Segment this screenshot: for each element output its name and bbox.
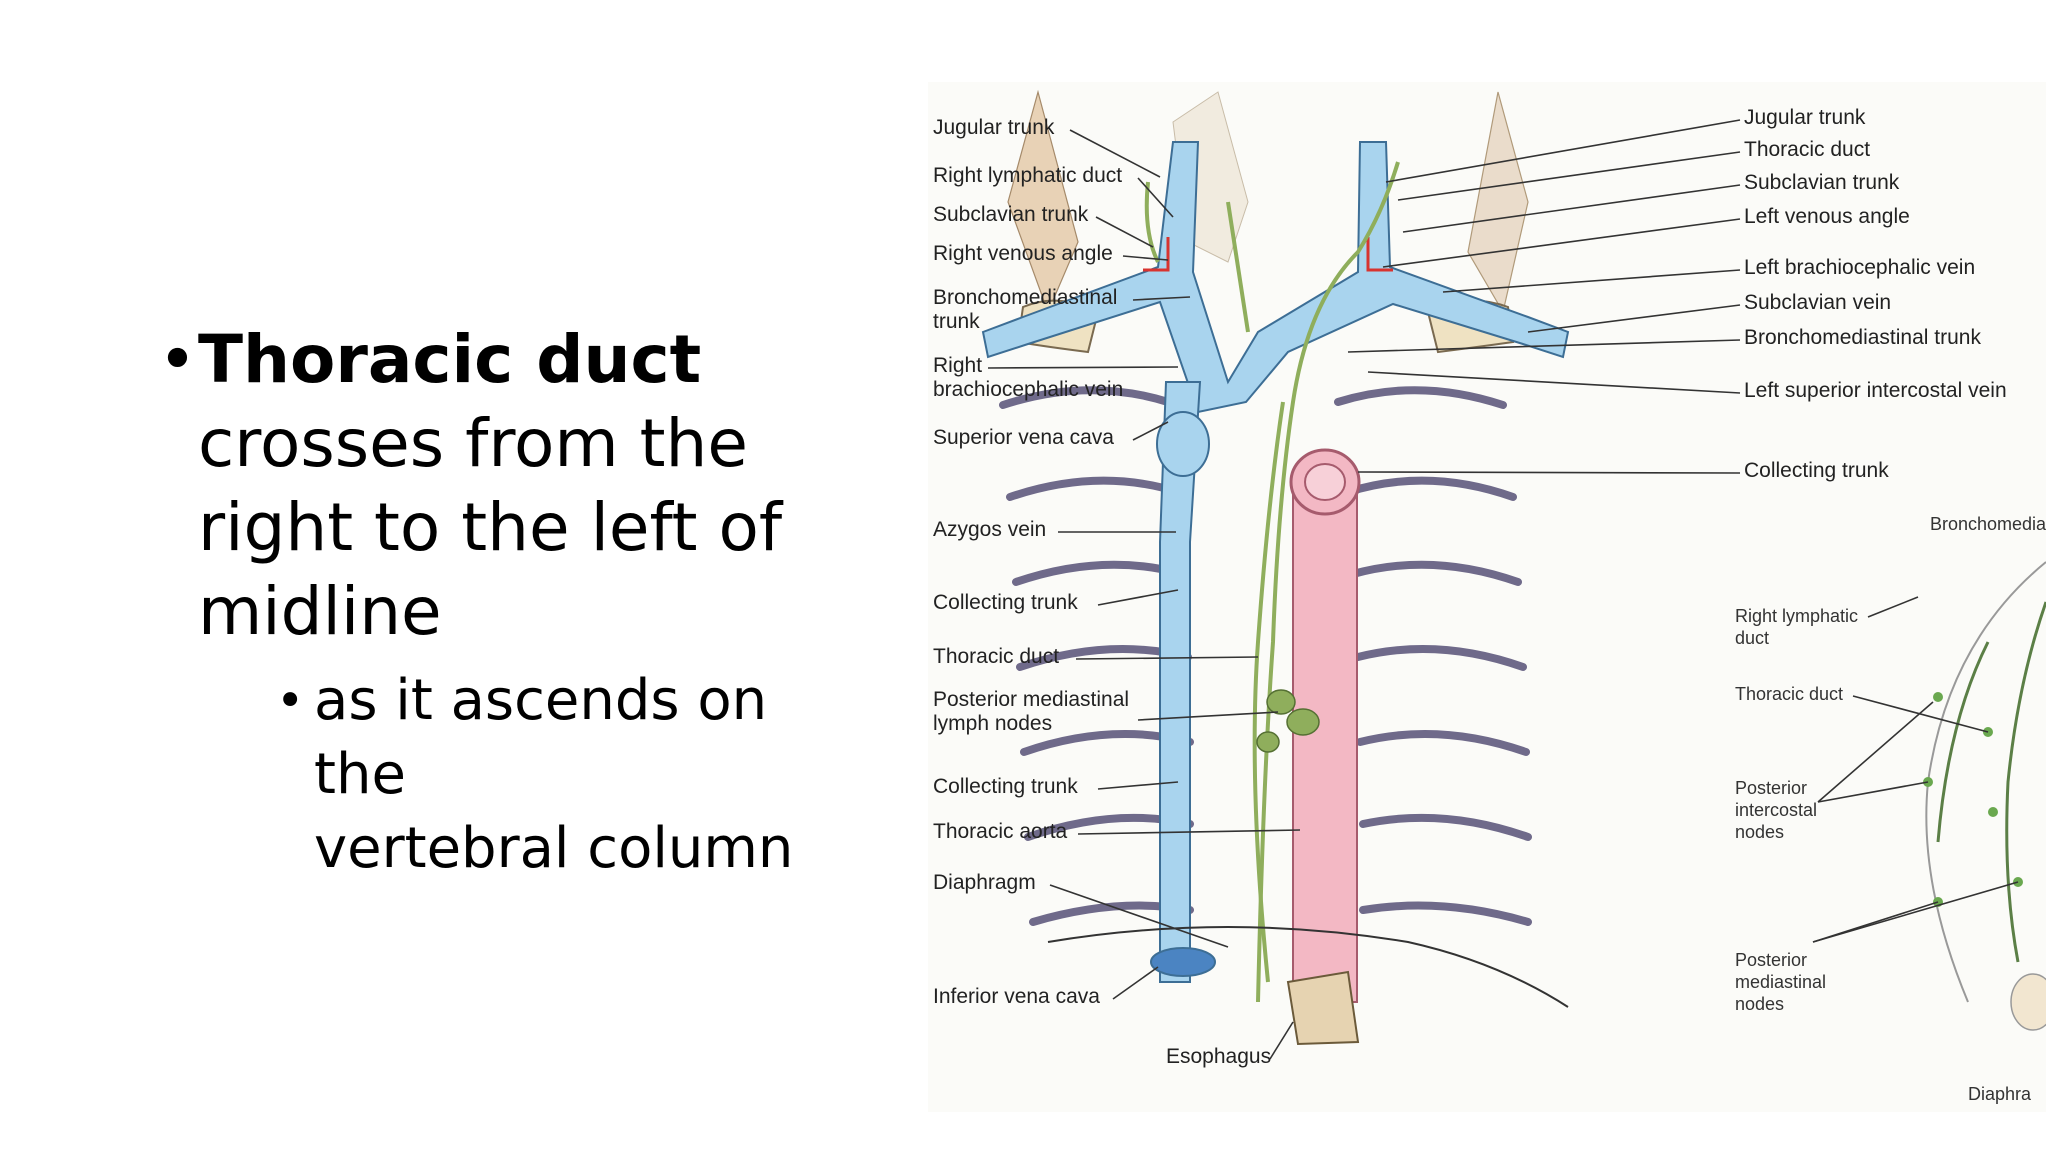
label-superior-vena-cava: Superior vena cava bbox=[933, 426, 1114, 449]
label-inset-right-lymphatic-1: Right lymphatic bbox=[1735, 606, 1858, 626]
label-left-brachiocephalic-vein: Left brachiocephalic vein bbox=[1744, 256, 1975, 279]
label-collecting-trunk-2: Collecting trunk bbox=[933, 775, 1078, 798]
neck-muscle-right bbox=[1007, 89, 1079, 314]
left-labels: Jugular trunk Right lymphatic duct Subcl… bbox=[933, 116, 1301, 1068]
label-bronchomediastinal-line-2: trunk bbox=[933, 310, 980, 333]
label-inset-posterior-intercostal-2: intercostal bbox=[1735, 800, 1817, 820]
label-collecting-trunk-right: Collecting trunk bbox=[1744, 459, 1889, 482]
label-left-superior-intercostal-vein: Left superior intercostal vein bbox=[1744, 379, 2007, 402]
label-bronchomediastinal-trunk: Bronchomediastinal trunk bbox=[1744, 326, 1981, 349]
ribs-right bbox=[1334, 386, 1532, 926]
label-thoracic-aorta: Thoracic aorta bbox=[933, 820, 1068, 843]
bullet-sub: • as it ascends on the vertebral column bbox=[276, 664, 858, 886]
label-subclavian-trunk-right: Subclavian trunk bbox=[933, 203, 1089, 226]
label-collecting-trunk-1: Collecting trunk bbox=[933, 591, 1078, 614]
label-inset-posterior-intercostal-1: Posterior bbox=[1735, 778, 1807, 798]
label-left-venous-angle: Left venous angle bbox=[1744, 205, 1910, 228]
label-inset-posterior-mediastinal-2: mediastinal bbox=[1735, 972, 1826, 992]
inset-diagram bbox=[1923, 561, 2046, 1031]
label-inferior-vena-cava: Inferior vena cava bbox=[933, 985, 1100, 1008]
label-inset-thoracic-duct: Thoracic duct bbox=[1735, 684, 1843, 704]
bullet-main-line-2: right to the left of bbox=[198, 489, 783, 566]
diaphragm-line bbox=[1047, 926, 1569, 1008]
bullet-main-line-3: midline bbox=[198, 573, 442, 650]
venous-angle-marks bbox=[1143, 237, 1393, 272]
bullet-sub-line-2: vertebral column bbox=[314, 816, 794, 881]
label-inset-bronchomedia: Bronchomedia bbox=[1930, 514, 2046, 534]
label-azygos-vein: Azygos vein bbox=[933, 518, 1046, 541]
label-right-venous-angle: Right venous angle bbox=[933, 242, 1113, 265]
bullet-sub-line-1: as it ascends on the bbox=[314, 668, 768, 807]
thoracic-duct-lines bbox=[1144, 161, 1400, 1003]
label-diaphragm: Diaphragm bbox=[933, 871, 1036, 894]
bullet-dot: • bbox=[158, 321, 197, 398]
label-jugular-trunk-right: Jugular trunk bbox=[933, 116, 1055, 139]
label-posterior-mediastinal-line-2: lymph nodes bbox=[933, 712, 1052, 735]
label-right-brachio-line-1: Right bbox=[933, 354, 982, 377]
bullet-main-line-1: crosses from the bbox=[198, 405, 748, 482]
label-thoracic-duct-right: Thoracic duct bbox=[1744, 138, 1870, 161]
inset-labels: Bronchomedia Right lymphatic duct Thorac… bbox=[1735, 514, 2046, 1104]
anatomy-figure: Jugular trunk Right lymphatic duct Subcl… bbox=[928, 82, 2046, 1112]
label-right-brachio-line-2: brachiocephalic vein bbox=[933, 378, 1123, 401]
label-subclavian-vein: Subclavian vein bbox=[1744, 291, 1891, 314]
label-subclavian-trunk-left: Subclavian trunk bbox=[1744, 171, 1900, 194]
label-esophagus: Esophagus bbox=[1166, 1045, 1271, 1068]
esophagus bbox=[1286, 970, 1360, 1046]
bullet-list: • Thoracic duct crosses from the right t… bbox=[158, 318, 858, 886]
right-labels: Jugular trunk Thoracic duct Subclavian t… bbox=[1347, 106, 2007, 482]
anatomy-illustration: Jugular trunk Right lymphatic duct Subcl… bbox=[933, 89, 2046, 1104]
label-inset-diaphra: Diaphra bbox=[1968, 1084, 2032, 1104]
label-inset-right-lymphatic-2: duct bbox=[1735, 628, 1769, 648]
bullet-main: • Thoracic duct crosses from the right t… bbox=[158, 318, 858, 654]
label-inset-posterior-mediastinal-1: Posterior bbox=[1735, 950, 1807, 970]
label-right-lymphatic-duct: Right lymphatic duct bbox=[933, 164, 1122, 187]
thoracic-aorta bbox=[1289, 448, 1361, 1003]
neck-muscle-left bbox=[1467, 91, 1529, 314]
label-thoracic-duct-left: Thoracic duct bbox=[933, 645, 1059, 668]
lymph-nodes bbox=[1256, 689, 1320, 753]
bullet-sub-dot: • bbox=[276, 673, 305, 729]
label-bronchomediastinal-line-1: Bronchomediastinal bbox=[933, 286, 1117, 309]
label-posterior-mediastinal-line-1: Posterior mediastinal bbox=[933, 688, 1129, 711]
label-jugular-trunk-left: Jugular trunk bbox=[1744, 106, 1866, 129]
bullet-main-bold: Thoracic duct bbox=[198, 321, 702, 398]
label-inset-posterior-intercostal-3: nodes bbox=[1735, 822, 1784, 842]
label-inset-posterior-mediastinal-3: nodes bbox=[1735, 994, 1784, 1014]
